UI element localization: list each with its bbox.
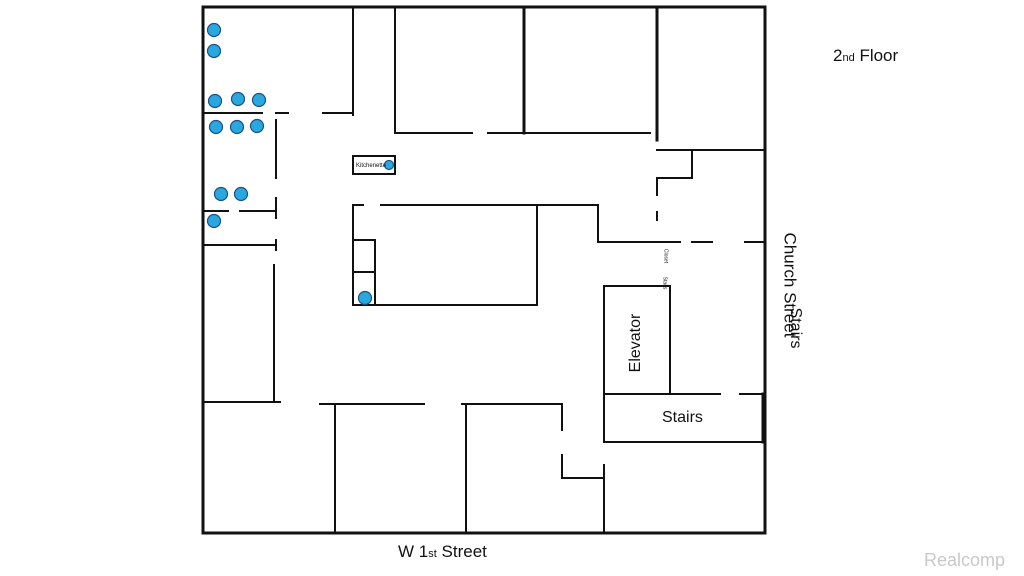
watermark: Realcomp — [924, 550, 1006, 570]
fixture-marker — [249, 118, 265, 134]
fixture-marker — [251, 92, 267, 108]
fixture-marker — [208, 119, 224, 135]
floor-title: 2nd Floor — [833, 46, 899, 65]
stairs-label: Stairs — [662, 409, 703, 426]
elevator-label: Elevator — [627, 313, 644, 373]
fixture-marker — [383, 159, 395, 171]
closet-label: Closet — [662, 248, 669, 264]
fixture-marker — [206, 213, 222, 229]
street-label-south: W 1st Street — [398, 542, 487, 561]
plumbing-fixtures — [206, 22, 395, 306]
stairs-side-label: Stairs — [787, 307, 804, 349]
fixture-marker — [213, 186, 229, 202]
fixture-marker — [206, 43, 222, 59]
fixture-marker — [207, 93, 223, 109]
fixture-marker — [357, 290, 373, 306]
fixture-marker — [233, 186, 249, 202]
fixture-marker — [206, 22, 222, 38]
fixture-marker — [230, 91, 246, 107]
walls — [201, 5, 767, 535]
fixture-marker — [229, 119, 245, 135]
kitchenette-label: Kitchenette — [356, 163, 387, 169]
stairs-small-label: Stairs — [661, 276, 668, 290]
